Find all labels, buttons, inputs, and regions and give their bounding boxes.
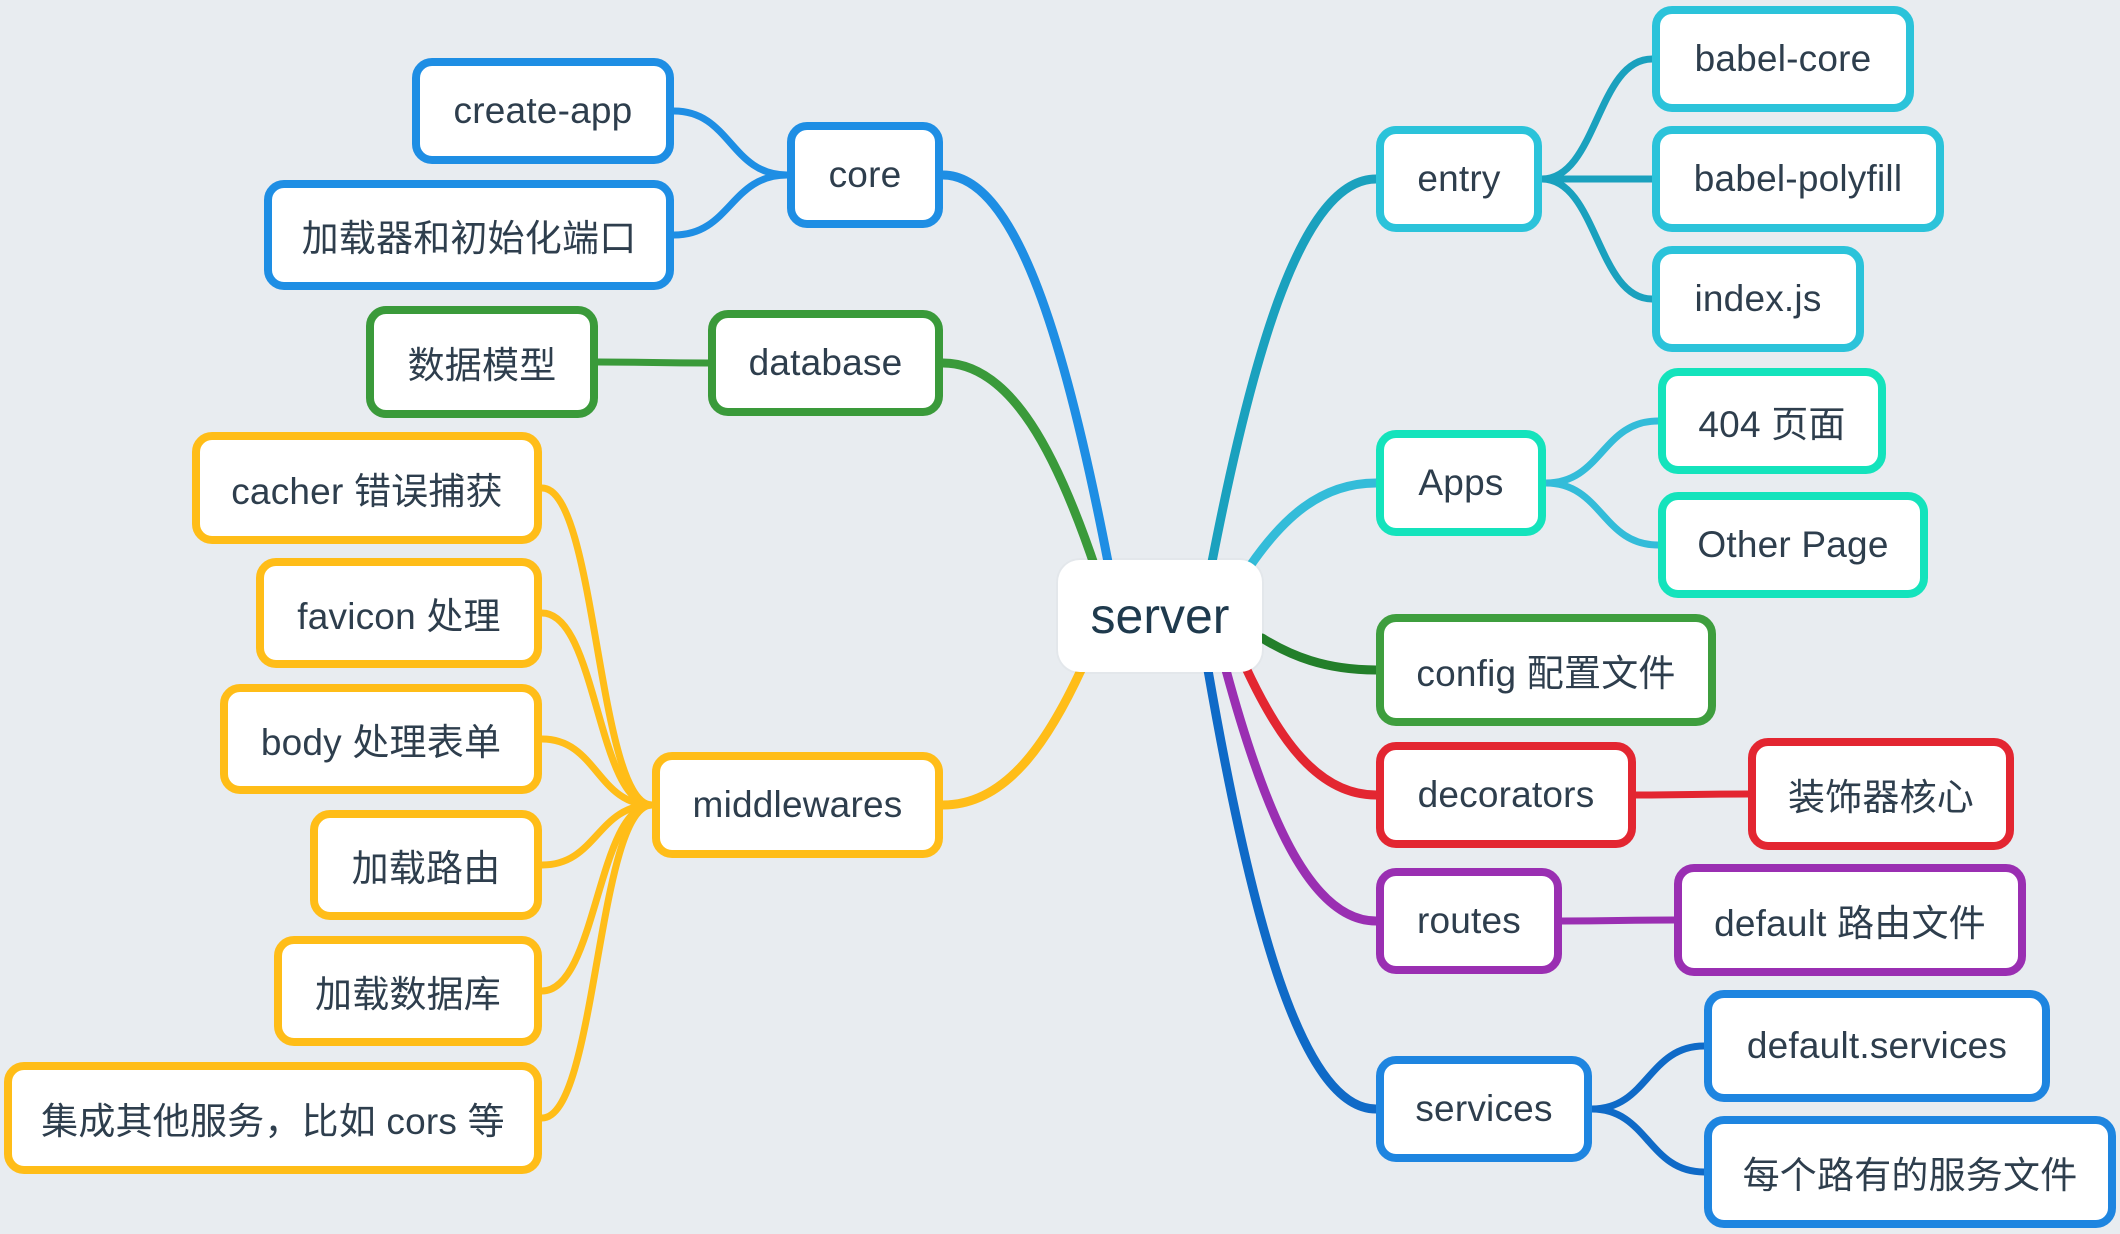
link-apps-child-0 (1542, 417, 1662, 487)
link-routes-child (1558, 916, 1678, 925)
leaf-node-decorator-core[interactable]: 装饰器核心 (1748, 738, 2014, 850)
link-middlewares-child-1 (538, 609, 656, 809)
leaf-node-404-page[interactable]: 404 页面 (1658, 368, 1886, 474)
leaf-node-cacher[interactable]: cacher 错误捕获 (192, 432, 542, 544)
link-core-loader (670, 171, 791, 239)
link-services-child-1 (1588, 1105, 1708, 1176)
leaf-node-other-services[interactable]: 集成其他服务，比如 cors 等 (4, 1062, 542, 1174)
link-root-core (938, 170, 1113, 567)
leaf-node-create-app[interactable]: create-app (412, 58, 674, 164)
link-middlewares-child-5 (538, 801, 656, 1122)
leaf-node-babel-polyfill[interactable]: babel-polyfill (1652, 126, 1944, 232)
link-middlewares-child-2 (538, 735, 656, 809)
link-root-routes (1221, 665, 1381, 926)
link-middlewares-child-0 (538, 484, 656, 809)
leaf-node-default-routes[interactable]: default 路由文件 (1674, 864, 2026, 976)
link-root-decorators (1241, 663, 1381, 800)
branch-node-services[interactable]: services (1376, 1056, 1592, 1162)
root-node-server[interactable]: server (1058, 560, 1262, 672)
branch-node-core[interactable]: core (787, 122, 943, 228)
link-root-entry (1207, 174, 1381, 567)
link-services-child-0 (1588, 1042, 1708, 1113)
leaf-node-load-database[interactable]: 加载数据库 (274, 936, 542, 1046)
link-root-config (1257, 633, 1381, 675)
link-root-middlewares (938, 663, 1087, 810)
branch-node-middlewares[interactable]: middlewares (652, 752, 943, 858)
link-entry-child-2 (1538, 175, 1656, 303)
link-root-services (1203, 665, 1381, 1114)
leaf-node-other-page[interactable]: Other Page (1658, 492, 1928, 598)
leaf-node-babel-core[interactable]: babel-core (1652, 6, 1914, 112)
link-root-database (938, 358, 1101, 575)
link-core-create-app (670, 107, 791, 179)
link-middlewares-child-3 (538, 801, 656, 869)
link-root-apps (1245, 478, 1381, 571)
branch-node-config[interactable]: config 配置文件 (1376, 614, 1716, 726)
branch-node-decorators[interactable]: decorators (1376, 742, 1636, 848)
leaf-node-index-js[interactable]: index.js (1652, 246, 1864, 352)
leaf-node-load-routes[interactable]: 加载路由 (310, 810, 542, 920)
leaf-node-favicon[interactable]: favicon 处理 (256, 558, 542, 668)
leaf-node-loader-init-port[interactable]: 加载器和初始化端口 (264, 180, 674, 290)
leaf-node-body[interactable]: body 处理表单 (220, 684, 542, 794)
branch-node-apps[interactable]: Apps (1376, 430, 1546, 536)
leaf-node-default-services[interactable]: default.services (1704, 990, 2050, 1102)
branch-node-entry[interactable]: entry (1376, 126, 1542, 232)
link-entry-child-0 (1538, 55, 1656, 183)
link-database-data-model (594, 358, 712, 367)
link-decorators-child (1632, 790, 1752, 799)
branch-node-routes[interactable]: routes (1376, 868, 1562, 974)
leaf-node-route-service-files[interactable]: 每个路有的服务文件 (1704, 1116, 2116, 1228)
leaf-node-data-model[interactable]: 数据模型 (366, 306, 598, 418)
link-apps-child-1 (1542, 479, 1662, 549)
branch-node-database[interactable]: database (708, 310, 943, 416)
